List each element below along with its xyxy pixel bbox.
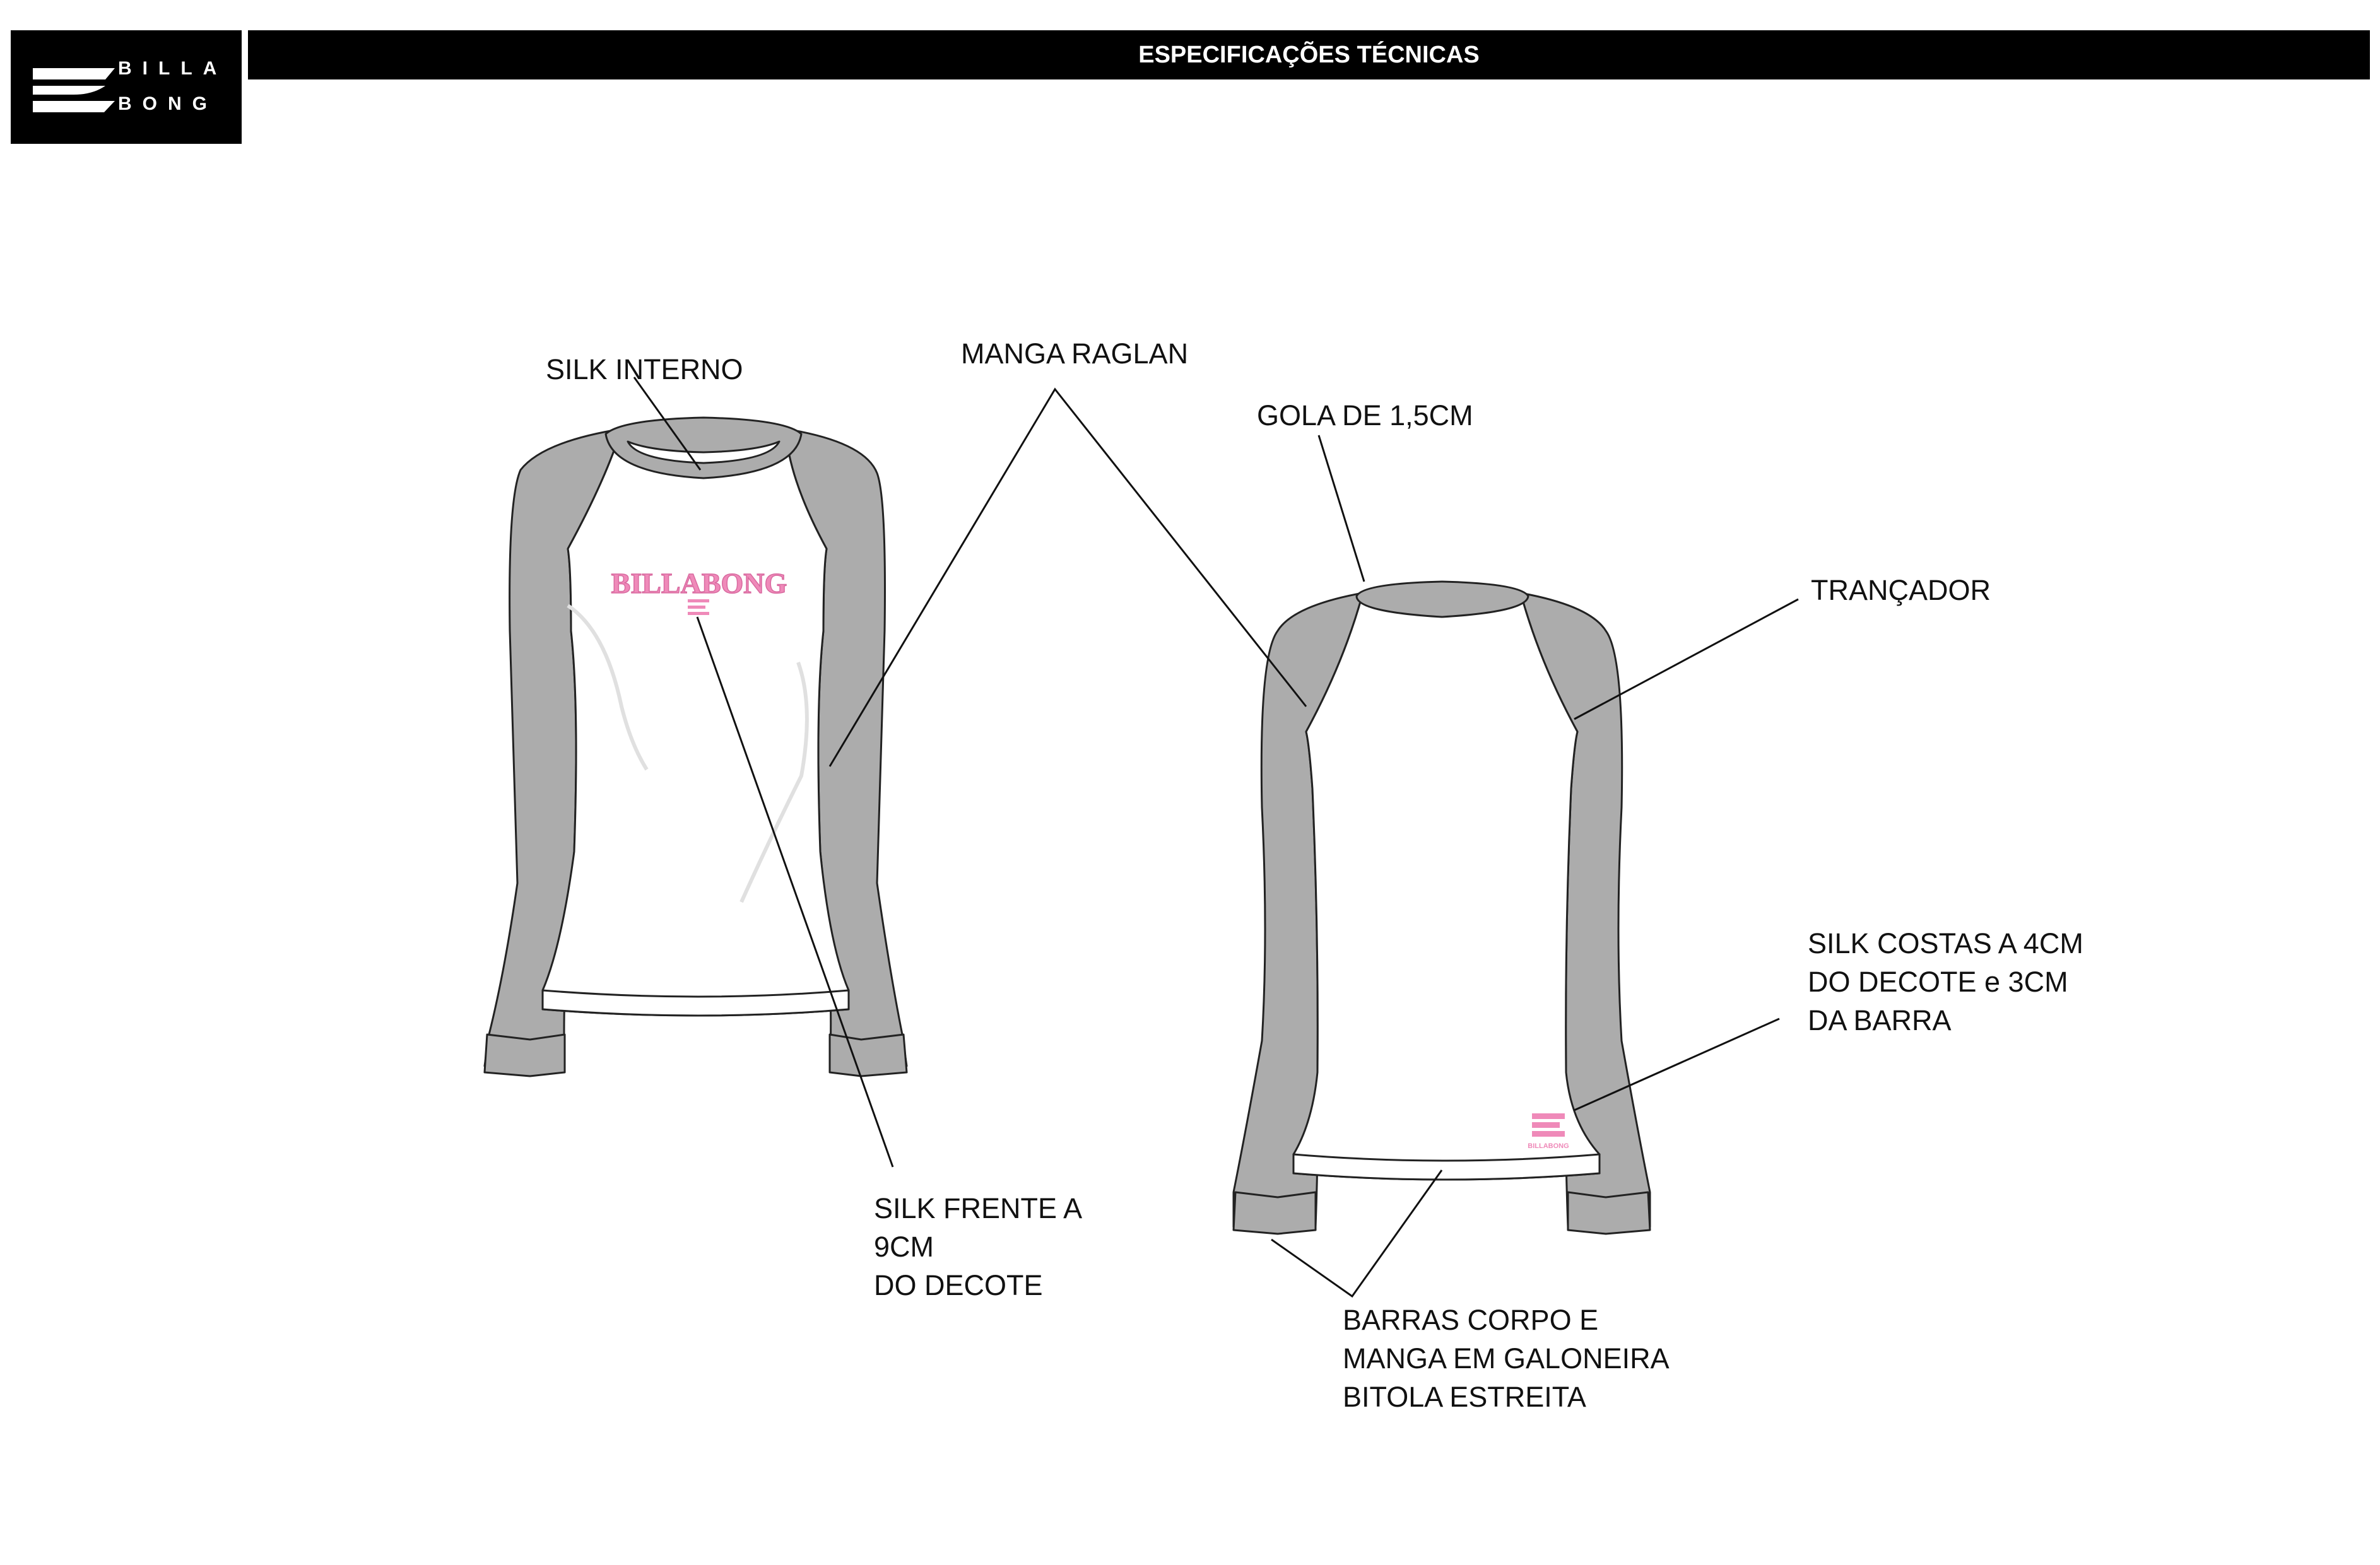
back-collar (1355, 580, 1529, 618)
front-print: BILLABONG (611, 566, 787, 615)
front-collar (604, 416, 803, 479)
front-print-text: BILLABONG (611, 567, 787, 599)
brand-logo: BILLA BONG (11, 30, 242, 144)
logo-text-line2: BONG (118, 93, 218, 114)
front-hem (541, 989, 850, 1017)
label-silk-frente: SILK FRENTE A 9CM DO DECOTE (874, 1192, 1083, 1301)
label-manga-raglan: MANGA RAGLAN (961, 337, 1189, 370)
header-bar: ESPECIFICAÇÕES TÉCNICAS (248, 30, 2370, 79)
back-left-cuff (1232, 1191, 1317, 1235)
back-hem (1292, 1153, 1601, 1181)
leader-lines (633, 377, 1799, 1298)
back-print-wave-icon (1532, 1113, 1565, 1137)
front-print-wave-icon (688, 599, 709, 615)
wave-logo-icon (33, 68, 115, 112)
front-body (541, 428, 850, 1017)
page-title: ESPECIFICAÇÕES TÉCNICAS (1138, 42, 1480, 68)
back-print: BILLABONG (1528, 1113, 1569, 1150)
logo-text-line1: BILLA (118, 58, 228, 79)
label-silk-costas: SILK COSTAS A 4CM DO DECOTE e 3CM DA BAR… (1808, 927, 2083, 1036)
front-shirt: BILLABONG (483, 416, 908, 1077)
label-barras: BARRAS CORPO E MANGA EM GALONEIRA BITOLA… (1343, 1304, 1670, 1413)
back-shirt: BILLABONG (1232, 580, 1651, 1235)
label-trancador: TRANÇADOR (1811, 574, 1991, 606)
label-silk-interno: SILK INTERNO (546, 353, 743, 385)
back-right-cuff (1567, 1191, 1651, 1235)
front-left-cuff (483, 1033, 566, 1077)
label-gola: GOLA DE 1,5CM (1257, 399, 1473, 431)
front-right-cuff (828, 1033, 908, 1077)
back-print-text: BILLABONG (1528, 1142, 1569, 1150)
